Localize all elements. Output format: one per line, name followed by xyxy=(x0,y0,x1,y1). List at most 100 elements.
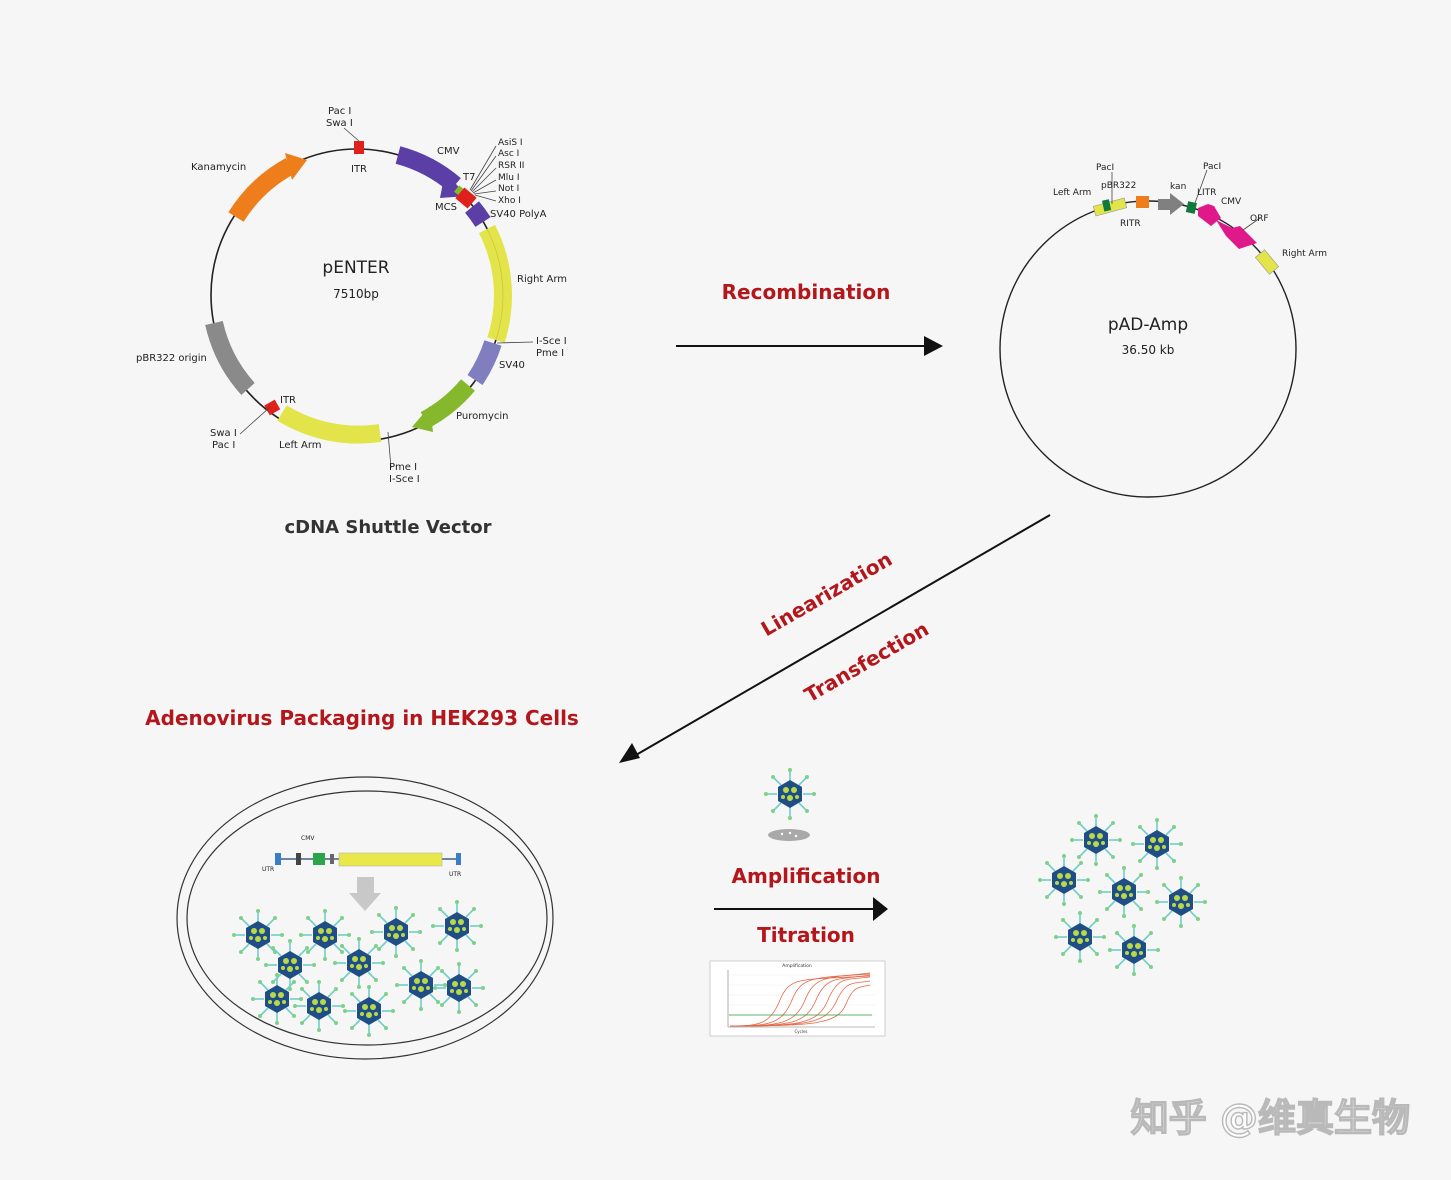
step-transfection: Transfection xyxy=(800,617,933,708)
label-sv40polya: SV40 PolyA xyxy=(490,209,547,220)
label-asc: Asc I xyxy=(498,149,519,159)
virus-particle xyxy=(231,908,285,962)
pad-orf-arrow xyxy=(1216,220,1257,249)
construct-label-cmv: CMV xyxy=(301,835,315,842)
itr-top-marker xyxy=(354,141,364,154)
qpcr-xlabel: Cycles xyxy=(794,1029,807,1034)
label-kanamycin: Kanamycin xyxy=(191,162,246,173)
label-pme-bottom: Pme I xyxy=(389,462,417,473)
construct-label-utr-left: UTR xyxy=(262,866,274,873)
construct-block-2 xyxy=(330,854,334,864)
label-left-arm: Left Arm xyxy=(279,440,322,451)
qpcr-chart: Amplification Cycles xyxy=(709,960,886,1037)
virus-particle xyxy=(1053,910,1107,964)
label-itr-top: ITR xyxy=(351,164,367,175)
label-xho: Xho I xyxy=(498,196,521,206)
label-swa-top: Swa I xyxy=(326,118,353,129)
virus-particle xyxy=(332,936,386,990)
virus-particle xyxy=(1130,817,1184,871)
right-arm-outline xyxy=(486,228,504,341)
pad-kan-arrow xyxy=(1158,193,1184,215)
qpcr-curves xyxy=(729,972,871,1027)
label-pac-top: Pac I xyxy=(328,106,351,117)
pad-label-paci-right: PacI xyxy=(1203,162,1221,172)
sv40polya-segment xyxy=(465,201,491,227)
virus-particle xyxy=(342,984,396,1038)
label-itr-bottom: ITR xyxy=(280,395,296,406)
label-pbr322: pBR322 origin xyxy=(136,353,207,364)
construct-block-1 xyxy=(296,853,301,865)
pad-right-arm-block xyxy=(1254,249,1280,275)
pad-litr-block xyxy=(1185,201,1197,214)
label-pme-right: Pme I xyxy=(536,348,564,359)
label-isce-right: I-Sce I xyxy=(536,336,567,347)
qpcr-title: Amplification xyxy=(782,963,812,969)
label-puromycin: Puromycin xyxy=(456,411,508,422)
single-virus-icon xyxy=(763,767,817,821)
kanamycin-arrowhead xyxy=(285,153,307,180)
label-not: Not I xyxy=(498,184,519,194)
step-recombination: Recombination xyxy=(722,280,891,304)
label-asis: AsiS I xyxy=(498,138,523,148)
label-rsr: RSR II xyxy=(498,161,524,171)
label-mlu: Mlu I xyxy=(498,173,520,183)
penter-caption: cDNA Shuttle Vector xyxy=(285,517,492,538)
pad-label-pbr322: pBR322 xyxy=(1101,181,1136,191)
virus-particle xyxy=(1154,875,1208,929)
pad-label-paci-left: PacI xyxy=(1096,163,1114,173)
step-linearization: Linearization xyxy=(757,547,896,641)
virus-particle xyxy=(1069,813,1123,867)
pad-label-right-arm: Right Arm xyxy=(1282,249,1327,259)
penter-size: 7510bp xyxy=(333,287,379,301)
construct-orf-block xyxy=(338,852,443,867)
hek293-dish: CMV UTR UTR xyxy=(176,776,554,1060)
virus-particle xyxy=(369,905,423,959)
cmv-block xyxy=(313,853,325,865)
puromycin-arrowhead xyxy=(412,406,433,432)
pad-label-kan: kan xyxy=(1170,182,1186,192)
expression-arrow xyxy=(349,877,381,911)
penter-name: pENTER xyxy=(322,258,389,278)
penter-plasmid: Pac I Swa I ITR CMV T7 MCS AsiS I Asc I … xyxy=(136,106,567,485)
label-mcs: MCS xyxy=(435,202,457,213)
dish-virus-cluster xyxy=(231,899,486,1038)
amplified-virus-cluster xyxy=(1037,813,1208,977)
utr-right-block xyxy=(456,853,461,865)
virus-particle xyxy=(292,979,346,1033)
utr-left-block xyxy=(275,853,281,865)
construct-label-utr-right: UTR xyxy=(449,871,461,878)
virus-particle xyxy=(394,958,448,1012)
step-titration: Titration xyxy=(757,923,855,947)
dish-outer xyxy=(176,776,554,1060)
pad-pbr322-block xyxy=(1136,196,1149,208)
transfection-arrow xyxy=(635,514,1051,756)
cell-plate-dots xyxy=(780,831,798,838)
itr-bottom-marker xyxy=(264,399,281,416)
label-sv40: SV40 xyxy=(499,360,525,371)
step-packaging: Adenovirus Packaging in HEK293 Cells xyxy=(145,706,579,730)
transfection-arrowhead xyxy=(619,743,640,763)
virus-particle xyxy=(1097,865,1151,919)
mcs-marker xyxy=(455,187,477,209)
label-swa-bottom: Swa I xyxy=(210,428,237,439)
pad-label-orf: ORF xyxy=(1250,214,1269,224)
virus-particle xyxy=(263,938,317,992)
label-cmv: CMV xyxy=(437,146,460,157)
pad-size: 36.50 kb xyxy=(1122,343,1175,357)
pad-label-litr: LITR xyxy=(1197,188,1216,198)
cell-plate-icon xyxy=(768,829,810,841)
pbr322-segment xyxy=(205,320,255,396)
virus-particle xyxy=(250,972,304,1026)
label-right-arm: Right Arm xyxy=(517,274,567,285)
dish-inner xyxy=(186,790,548,1046)
label-pac-bottom: Pac I xyxy=(212,440,235,451)
virus-particle xyxy=(1037,853,1091,907)
pad-label-ritr: RITR xyxy=(1120,219,1141,229)
amplification-arrowhead xyxy=(873,897,888,921)
virus-particle xyxy=(430,899,484,953)
pad-label-left-arm: Left Arm xyxy=(1053,188,1091,198)
pad-cmv-arrow xyxy=(1198,204,1221,226)
pad-label-cmv: CMV xyxy=(1221,197,1242,207)
